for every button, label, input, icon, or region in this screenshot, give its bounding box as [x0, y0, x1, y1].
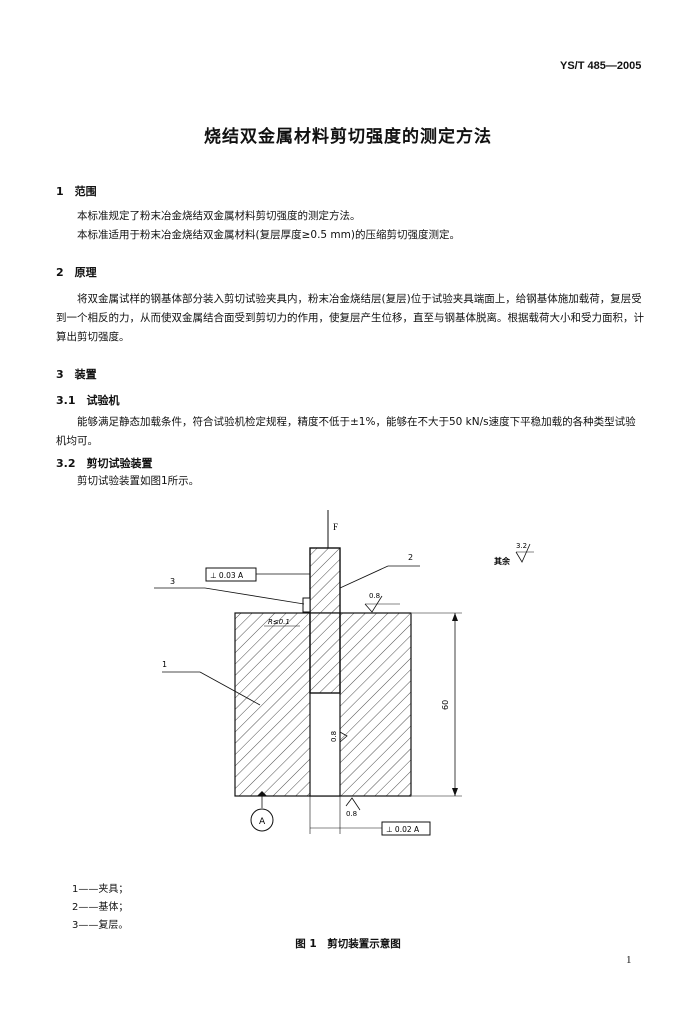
- legend-item-2: 2——基体；: [72, 902, 129, 913]
- datum-a-label: A: [259, 817, 266, 827]
- section-2-heading: 2 原理: [56, 266, 97, 279]
- roughness-other-label: 其余: [494, 556, 511, 566]
- roughness-other-icon: [515, 543, 531, 563]
- section-3-1-heading: 3.1 试验机: [56, 394, 120, 407]
- tolerance-top-text: ⊥ 0.03 A: [210, 571, 244, 580]
- section-3-1-para: 能够满足静态加载条件，符合试验机检定规程，精度不低于±1%，能够在不大于50 k…: [56, 416, 636, 447]
- shear-device-figure: F 3 1 2 ⊥ 0.03 A R≤0.1 0.8 0.8 0.8 其余 3.…: [154, 510, 534, 836]
- force-label: F: [333, 522, 338, 532]
- section-3-2-heading: 3.2 剪切试验装置: [56, 457, 153, 470]
- part-2-label: 2: [408, 553, 413, 562]
- section-1-para-2: 本标准适用于粉末冶金烧结双金属材料(复层厚度≥0.5 mm)的压缩剪切强度测定。: [77, 229, 460, 241]
- standard-number: YS/T 485—2005: [560, 60, 642, 72]
- overlay-layer: [302, 597, 311, 613]
- roughness-3-value: 0.8: [346, 810, 357, 818]
- roughness-1-icon: [364, 595, 383, 613]
- section-2-para: 将双金属试样的钢基体部分装入剪切试验夹具内，粉末冶金烧结层(复层)位于试验夹具端…: [56, 293, 644, 343]
- edge-note: R≤0.1: [268, 618, 290, 626]
- tolerance-bottom-text: ⊥ 0.02 A: [386, 825, 420, 834]
- base-specimen: [309, 547, 341, 694]
- part-3-label: 3: [170, 577, 175, 586]
- tolerance-frame-top: [205, 567, 257, 582]
- roughness-2-value: 0.8: [330, 731, 338, 742]
- figure-caption: 图 1 剪切装置示意图: [295, 938, 401, 950]
- roughness-2-icon: [339, 731, 348, 743]
- section-1-body: 本标准规定了粉末冶金烧结双金属材料剪切强度的测定方法。 本标准适用于粉末冶金烧结…: [56, 207, 646, 245]
- section-1-para-1: 本标准规定了粉末冶金烧结双金属材料剪切强度的测定方法。: [77, 210, 361, 222]
- document-title: 烧结双金属材料剪切强度的测定方法: [204, 127, 492, 147]
- tolerance-frame-bottom: [381, 821, 431, 836]
- section-3-2-para: 剪切试验装置如图1所示。: [77, 475, 200, 487]
- page-number: 1: [626, 954, 632, 966]
- roughness-3-icon: [345, 797, 361, 811]
- legend-item-3: 3——复层。: [72, 920, 129, 931]
- section-1-heading: 1 范围: [56, 185, 97, 198]
- legend-item-1: 1——夹具；: [72, 884, 129, 895]
- section-3-heading: 3 装置: [56, 368, 97, 381]
- roughness-other-value: 3.2: [516, 542, 527, 550]
- datum-a-symbol: [250, 808, 274, 832]
- roughness-1-value: 0.8: [369, 592, 380, 600]
- part-1-label: 1: [162, 660, 167, 669]
- dimension-60: 60: [441, 700, 450, 710]
